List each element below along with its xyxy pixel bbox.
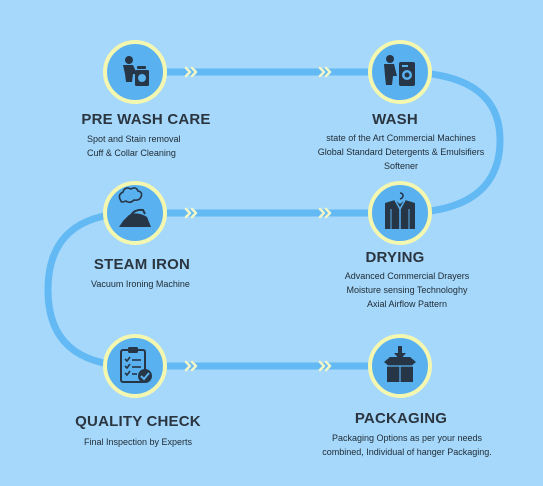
- step-title-packaging: PACKAGING: [354, 410, 448, 427]
- checklist-icon: [120, 347, 152, 383]
- step-desc-drying-1: Advanced Commercial Drayers: [344, 271, 470, 281]
- arrow-chevrons-4: [318, 207, 332, 219]
- step-desc-steam-iron-1: Vacuum Ironing Machine: [91, 279, 190, 289]
- step-desc-quality-check-1: Final Inspection by Experts: [84, 437, 193, 447]
- package-box-icon: [384, 346, 416, 382]
- step-title-drying: DRYING: [365, 249, 425, 266]
- step-desc-packaging-1: Packaging Options as per your needs: [331, 433, 483, 443]
- arrow-chevrons-6: [318, 360, 332, 372]
- step-node-steam-iron: [103, 181, 167, 245]
- arrow-chevrons-3: [184, 207, 198, 219]
- arrow-chevrons-5: [184, 360, 198, 372]
- step-desc-packaging-2: combined, Individual of hanger Packaging…: [322, 447, 492, 457]
- arrow-chevrons-2: [318, 66, 332, 78]
- washing-machine-icon: [384, 55, 415, 86]
- step-desc-drying-2: Moisture sensing Technologhy: [346, 285, 468, 295]
- step-title-wash: WASH: [372, 111, 418, 128]
- step-node-drying: [368, 181, 432, 245]
- step-node-pre-wash-care: [103, 40, 167, 104]
- step-desc-drying-3: Axial Airflow Pattern: [366, 299, 448, 309]
- step-title-pre-wash-care: PRE WASH CARE: [81, 111, 211, 128]
- steam-iron-icon: [118, 187, 151, 227]
- step-desc-pre-wash-care-1: Spot and Stain removal: [87, 134, 181, 144]
- step-title-quality-check: QUALITY CHECK: [75, 413, 201, 430]
- step-node-quality-check: [103, 334, 167, 398]
- step-node-wash: [368, 40, 432, 104]
- arrow-chevrons-1: [184, 66, 198, 78]
- step-desc-pre-wash-care-2: Cuff & Collar Cleaning: [87, 148, 176, 158]
- flow-track: [44, 68, 504, 370]
- person-washing-icon: [123, 56, 149, 86]
- step-title-steam-iron: STEAM IRON: [93, 256, 191, 273]
- step-desc-wash-3: Softener: [383, 161, 419, 171]
- shirt-hanger-icon: [385, 192, 415, 229]
- flow-arrows: [184, 66, 332, 372]
- step-desc-wash-1: state of the Art Commercial Machines: [326, 133, 476, 143]
- step-node-packaging: [368, 334, 432, 398]
- step-desc-wash-2: Global Standard Detergents & Emulsifiers: [317, 147, 485, 157]
